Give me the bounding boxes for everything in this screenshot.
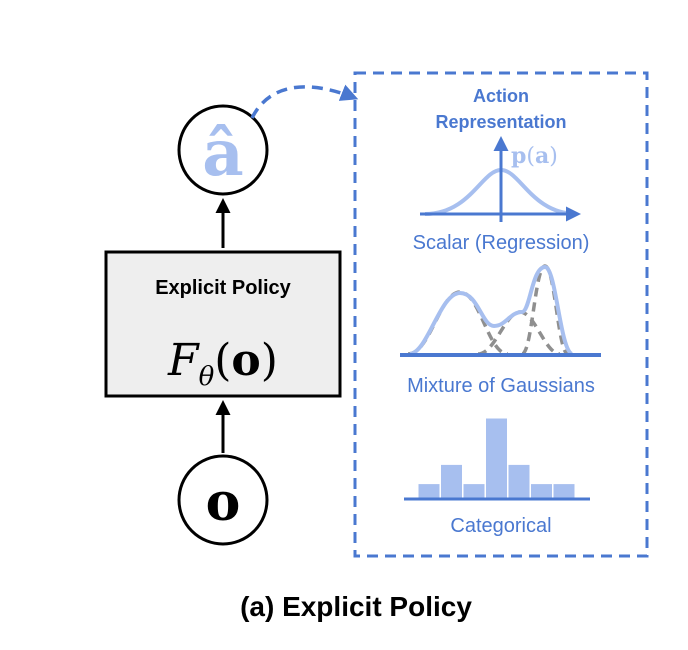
action-representation-panel: Action Representation p(a) Scalar (Regre… xyxy=(353,71,649,558)
formula-rparen: ) xyxy=(261,335,278,386)
categorical-bar xyxy=(530,483,553,499)
categorical-bar xyxy=(417,483,441,499)
panel-title-line1: Action xyxy=(473,86,529,106)
categorical-bar xyxy=(462,483,486,499)
panel-border xyxy=(353,71,649,558)
categorical-bar xyxy=(485,417,508,499)
categorical-bar xyxy=(552,483,576,499)
input-symbol: o xyxy=(206,472,241,533)
panel-title-line2: Representation xyxy=(435,112,566,132)
policy-box: Explicit Policy Fθ(o) xyxy=(104,250,342,398)
mixture-plot: Mixture of Gaussians xyxy=(400,264,601,397)
policy-title: Explicit Policy xyxy=(155,277,291,299)
formula-lparen: ( xyxy=(214,335,231,386)
mixture-label: Mixture of Gaussians xyxy=(407,375,595,397)
output-node: â xyxy=(177,104,269,196)
input-node: o xyxy=(177,454,269,546)
mixture-component-3 xyxy=(520,264,570,356)
dashed-connector-arrow xyxy=(250,84,359,119)
categorical-bars xyxy=(417,417,576,499)
formula-function: F xyxy=(167,335,200,386)
figure-caption: (a) Explicit Policy xyxy=(240,591,472,622)
scalar-plot: p(a) Scalar (Regression) xyxy=(413,136,590,254)
categorical-bar xyxy=(507,463,531,499)
formula-argument: o xyxy=(231,335,260,386)
categorical-bar xyxy=(440,463,463,499)
policy-formula: Fθ(o) xyxy=(167,335,278,392)
output-symbol: â xyxy=(202,116,243,191)
formula-subscript: θ xyxy=(199,362,215,392)
scalar-axis-label: p(a) xyxy=(511,143,558,169)
scalar-label: Scalar (Regression) xyxy=(413,232,590,254)
mixture-density-curve xyxy=(409,264,574,356)
categorical-label: Categorical xyxy=(450,515,551,537)
categorical-plot: Categorical xyxy=(404,417,590,537)
